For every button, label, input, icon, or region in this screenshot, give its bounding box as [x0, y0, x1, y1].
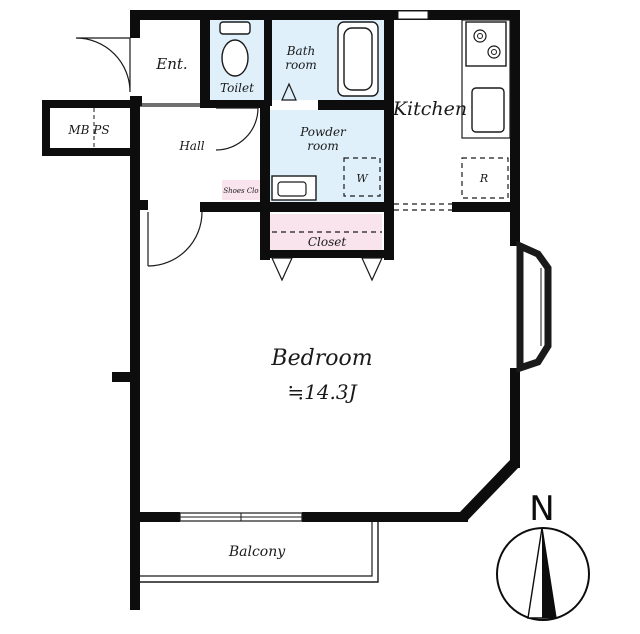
balcony-outline [140, 522, 379, 583]
wall-powder-bottom [260, 202, 394, 212]
label-bedroom-size: ≒14.3J [287, 380, 357, 404]
wall-under-toilet [200, 100, 260, 108]
wall-right-mid [510, 368, 520, 468]
wall-under-bath [318, 100, 394, 110]
kitchen-sink [471, 87, 505, 133]
label-powder-2: room [307, 139, 339, 153]
label-hall: Hall [178, 139, 204, 153]
label-bath-1: Bath [286, 44, 316, 58]
label-closet: Closet [308, 235, 347, 249]
wall-right-upper [510, 10, 520, 246]
wall-top [130, 10, 520, 20]
fixtures [219, 19, 511, 201]
walls [42, 10, 520, 610]
label-bath-2: room [285, 58, 317, 72]
label-toilet: Toilet [220, 81, 254, 95]
label-refrigerator: R [479, 172, 488, 185]
wall-bottom-right [302, 512, 468, 522]
wall-powder-left [260, 100, 270, 260]
label-mb-ps: MB PS [67, 123, 109, 137]
compass-north-label: N [529, 489, 554, 529]
wall-toilet-left [200, 10, 210, 106]
stove [465, 21, 507, 67]
label-bedroom: Bedroom [270, 346, 372, 371]
label-washer: W [356, 172, 369, 185]
shoes-closet-floor [222, 180, 260, 200]
bay-window [516, 240, 552, 373]
wall-diagonal [460, 460, 520, 522]
wall-left-stub [112, 372, 134, 382]
label-shoes-closet: Shoes Clo [223, 187, 258, 195]
label-kitchen: Kitchen [392, 98, 467, 120]
wall-mbps-left [42, 100, 50, 156]
bedroom-door[interactable] [147, 211, 203, 267]
bathtub [337, 21, 379, 97]
label-powder-1: Powder [299, 125, 347, 139]
kitchen-top-window [397, 10, 429, 20]
toilet-fixture [219, 21, 251, 77]
wall-kitchen-bottom [452, 202, 520, 212]
room-labels: Ent. Toilet Bath room Kitchen MB PS Hall… [67, 44, 488, 560]
wall-bath-right [384, 10, 394, 260]
doors [75, 37, 259, 267]
wall-left-upper [130, 10, 140, 38]
wall-mbps-top [42, 100, 140, 108]
wall-toilet-right [264, 10, 272, 106]
hall-door[interactable] [215, 107, 259, 151]
wall-hall-bottom-left [130, 200, 148, 210]
wall-bottom-left [130, 512, 180, 522]
wall-mbps-bottom [42, 148, 140, 156]
label-balcony: Balcony [228, 544, 286, 560]
wall-left-lower [130, 200, 140, 610]
wall-closet-bottom [260, 250, 394, 258]
entrance-door[interactable] [75, 37, 131, 93]
refrigerator-space [461, 157, 509, 199]
label-entrance: Ent. [155, 55, 187, 73]
wall-hall-bottom [200, 202, 266, 212]
thin-lines [93, 10, 552, 583]
washer-space [343, 157, 381, 197]
washbasin [271, 175, 317, 201]
north-compass: N [496, 489, 590, 621]
